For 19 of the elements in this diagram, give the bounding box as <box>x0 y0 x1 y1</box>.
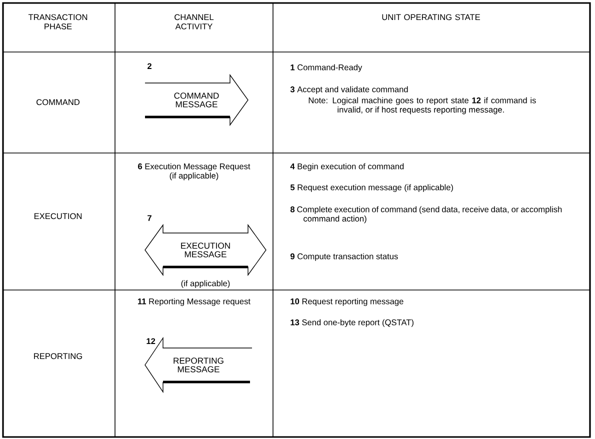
phase-label: COMMAND <box>36 99 80 106</box>
state-item: 9 Compute transaction status <box>290 253 398 261</box>
phase-label: EXECUTION <box>34 213 82 220</box>
state-item: 3 Accept and validate command <box>290 86 408 94</box>
state-item: 5 Request execution message (if applicable) <box>290 184 453 192</box>
header-text: UNIT OPERATING STATE <box>382 14 480 20</box>
note-text: Note: Logical machine goes to report state 12 if command is invalid, or if host requests reporting message. <box>308 97 536 114</box>
state-item: 10 Request reporting message <box>290 298 404 306</box>
phase-label: REPORTING <box>34 353 82 360</box>
state-item: 4 Begin execution of command <box>290 163 404 171</box>
step-text: 11 Reporting Message request <box>138 298 250 306</box>
step-text: 6 Execution Message Request (if applicable) <box>138 163 250 180</box>
note-text: (if applicable) <box>181 280 230 288</box>
state-item: 1 Command-Ready <box>290 64 362 72</box>
state-item: 8 Complete execution of command (send data, receive data, or accomplish command action) <box>290 206 562 224</box>
state-item: 13 Send one-byte report (QSTAT) <box>290 319 414 327</box>
header-text: TRANSACTION PHASE <box>28 14 88 30</box>
step-number: 12 <box>146 338 156 344</box>
header-text: CHANNEL ACTIVITY <box>174 14 214 30</box>
